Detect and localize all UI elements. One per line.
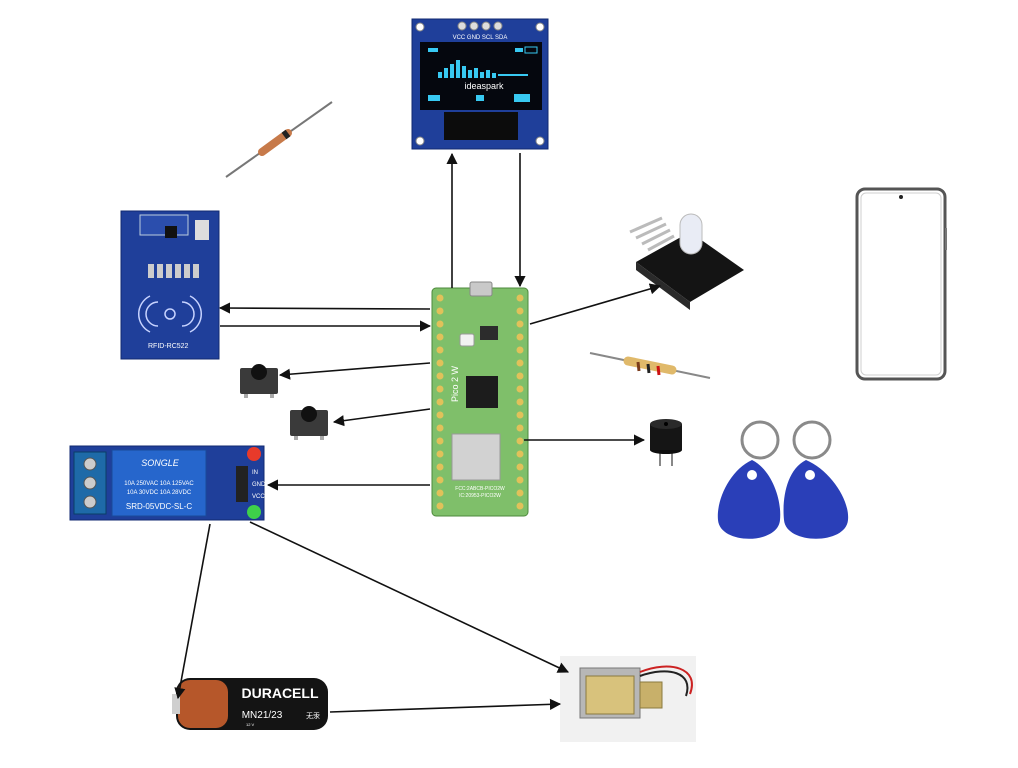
wireless-module: [451, 433, 501, 481]
battery-extra-label: 无汞: [306, 712, 320, 720]
relay-led-red: [247, 447, 261, 461]
rfid-pin-row: [148, 264, 199, 278]
rfid-model-label: RFID-RC522: [148, 343, 189, 350]
resistor: [589, 352, 711, 379]
battery: DURACELL MN21/23 12 V 无汞: [172, 678, 328, 730]
bootsel-button: [459, 333, 475, 347]
push-button-2: [290, 406, 328, 440]
oled-screen-graphics: [428, 46, 538, 102]
relay-pin-in: IN: [252, 470, 258, 476]
relay-brand-label: SONGLE: [141, 458, 180, 468]
battery-voltage-label: 12 V: [246, 722, 255, 727]
rgb-led-module: [629, 213, 744, 310]
pico-board: Pico 2 W FCC:2ABCB-PICO2W IC:20953-PICO2…: [431, 281, 529, 517]
relay-rating-1: 10A 250VAC 10A 125VAC: [124, 481, 194, 487]
relay-module: SONGLE 10A 250VAC 10A 125VAC 10A 30VDC 1…: [69, 445, 266, 521]
connection-arrows: [174, 152, 662, 713]
relay-pin-vcc: VCC: [252, 494, 265, 500]
oled-display: VCC GND SCL SDA ideaspark: [411, 18, 549, 150]
pico-ic-label: IC:20953-PICO2W: [459, 493, 501, 499]
relay-pin-gnd: GND: [252, 482, 266, 488]
arrow-relay-to-solenoid: [249, 521, 570, 673]
oled-header-pins: [457, 21, 503, 31]
arrow-relay-to-battery: [174, 523, 211, 700]
arrow-pico-to-button-2: [332, 408, 431, 427]
smartphone: [855, 187, 947, 381]
oled-brand-text: ideaspark: [464, 81, 504, 91]
battery-brand-label: DURACELL: [242, 685, 319, 701]
push-button-1: [240, 364, 278, 398]
oled-pins-label: VCC GND SCL SDA: [453, 35, 508, 41]
pico-pins-left: [436, 294, 444, 510]
buzzer: [650, 419, 682, 466]
arrow-pico-to-button-1: [278, 362, 431, 380]
usb-port: [469, 281, 493, 297]
relay-rating-2: 10A 30VDC 10A 28VDC: [127, 490, 192, 496]
arrow-pico-to-rgb-led: [529, 283, 662, 325]
diode: [225, 101, 333, 178]
rfid-key-tags: [717, 420, 849, 539]
relay-model-label: SRD-05VDC-SL-C: [126, 502, 192, 511]
rfid-antenna-icon: [138, 295, 202, 333]
arrow-pico-to-rfid: [218, 302, 431, 314]
battery-model-label: MN21/23: [242, 710, 283, 721]
relay-led-green: [247, 505, 261, 519]
pico-model-label: Pico 2 W: [450, 365, 460, 402]
solenoid-lock: [560, 656, 696, 742]
front-camera-icon: [899, 195, 903, 199]
rfid-reader: RFID-RC522: [120, 210, 220, 360]
rp2350-chip: [466, 376, 498, 408]
pico-fcc-label: FCC:2ABCB-PICO2W: [455, 486, 505, 492]
pico-pins-right: [516, 294, 524, 510]
arrow-battery-to-solenoid: [329, 698, 562, 713]
rgb-led-bulb: [679, 213, 703, 255]
